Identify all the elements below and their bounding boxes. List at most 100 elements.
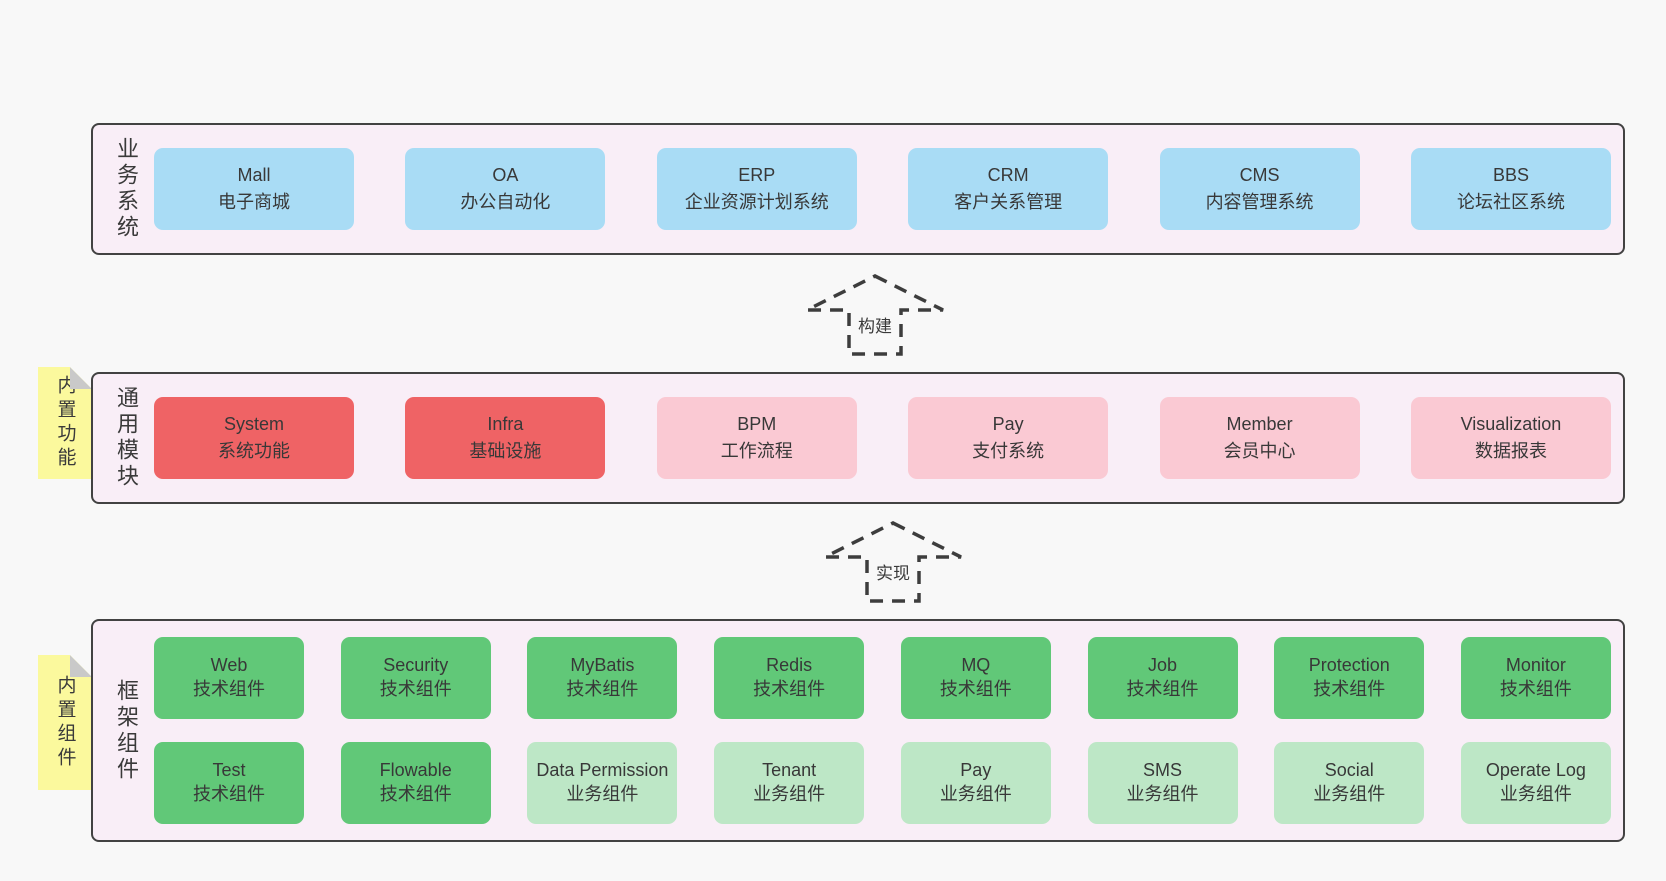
box-subtitle: 业务组件 bbox=[1313, 784, 1386, 804]
box-name: Pay bbox=[960, 760, 992, 781]
box-subtitle: 技术组件 bbox=[1499, 679, 1572, 699]
box-pay: Pay 支付系统 bbox=[908, 397, 1109, 479]
box-subtitle: 技术组件 bbox=[1313, 679, 1386, 699]
box-name: Mall bbox=[237, 165, 271, 185]
box-security: Security 技术组件 bbox=[340, 637, 491, 719]
arrow-implement: 实现 bbox=[822, 520, 964, 604]
box-subtitle: 会员中心 bbox=[1223, 441, 1296, 461]
box-name: Flowable bbox=[379, 760, 452, 781]
box-subtitle: 业务组件 bbox=[566, 784, 639, 804]
arrow-label: 构建 bbox=[853, 312, 897, 337]
box-tenant: Tenant 业务组件 bbox=[714, 742, 865, 824]
layer-title: 通用模块 bbox=[114, 386, 139, 490]
box-name: Security bbox=[383, 655, 449, 676]
box-subtitle: 技术组件 bbox=[193, 784, 265, 804]
box-visualization: Visualization 数据报表 bbox=[1410, 397, 1611, 479]
sticky-label: 内置组件 bbox=[54, 674, 76, 771]
box-subtitle: 内容管理系统 bbox=[1205, 192, 1314, 212]
box-bpm: BPM 工作流程 bbox=[656, 397, 857, 479]
box-name: Visualization bbox=[1460, 414, 1562, 434]
box-subtitle: 技术组件 bbox=[379, 784, 452, 804]
box-name: Tenant bbox=[762, 760, 817, 781]
box-social: Social 业务组件 bbox=[1274, 742, 1425, 824]
box-name: Web bbox=[210, 655, 248, 676]
box-subtitle: 电子商城 bbox=[218, 192, 290, 212]
box-subtitle: 业务组件 bbox=[1126, 784, 1199, 804]
box-web: Web 技术组件 bbox=[154, 637, 304, 719]
box-mybatis: MyBatis 技术组件 bbox=[527, 637, 678, 719]
box-name: CMS bbox=[1239, 165, 1280, 185]
box-name: System bbox=[223, 414, 284, 434]
box-redis: Redis 技术组件 bbox=[714, 637, 865, 719]
dashed-up-arrow-icon bbox=[806, 274, 944, 356]
box-data-permission: Data Permission 业务组件 bbox=[527, 742, 678, 824]
box-name: CRM bbox=[987, 165, 1029, 185]
box-name: Operate Log bbox=[1485, 760, 1586, 781]
box-mall: Mall 电子商城 bbox=[154, 148, 354, 230]
box-protection: Protection 技术组件 bbox=[1274, 637, 1425, 719]
box-name: ERP bbox=[738, 165, 776, 185]
box-crm: CRM 客户关系管理 bbox=[908, 148, 1109, 230]
box-operate-log: Operate Log 业务组件 bbox=[1460, 742, 1611, 824]
box-subtitle: 业务组件 bbox=[1499, 784, 1572, 804]
box-subtitle: 办公自动化 bbox=[460, 192, 551, 212]
sticky-label: 内置功能 bbox=[54, 375, 76, 471]
box-flowable: Flowable 技术组件 bbox=[340, 742, 491, 824]
box-name: Data Permission bbox=[536, 760, 669, 781]
box-subtitle: 业务组件 bbox=[939, 784, 1012, 804]
box-test: Test 技术组件 bbox=[154, 742, 304, 824]
box-name: BBS bbox=[1492, 165, 1529, 185]
box-subtitle: 论坛社区系统 bbox=[1456, 192, 1565, 212]
box-name: MyBatis bbox=[570, 655, 635, 676]
box-subtitle: 基础设施 bbox=[469, 441, 542, 461]
box-subtitle: 企业资源计划系统 bbox=[684, 192, 829, 212]
layer-title: 框架组件 bbox=[114, 678, 139, 783]
box-monitor: Monitor 技术组件 bbox=[1460, 637, 1611, 719]
box-subtitle: 技术组件 bbox=[193, 679, 265, 699]
box-subtitle: 客户关系管理 bbox=[954, 192, 1063, 212]
box-subtitle: 工作流程 bbox=[720, 441, 793, 461]
sticky-fold-corner-icon bbox=[70, 655, 92, 677]
box-name: Pay bbox=[992, 414, 1024, 434]
box-subtitle: 技术组件 bbox=[753, 679, 826, 699]
sticky-fold-corner-icon bbox=[70, 367, 92, 389]
box-member: Member 会员中心 bbox=[1159, 397, 1360, 479]
box-subtitle: 技术组件 bbox=[379, 679, 452, 699]
box-name: Member bbox=[1226, 414, 1293, 434]
box-subtitle: 支付系统 bbox=[972, 441, 1045, 461]
arrow-label: 实现 bbox=[871, 559, 915, 584]
arrow-build: 构建 bbox=[804, 273, 946, 357]
layer-title: 业务系统 bbox=[114, 137, 139, 241]
box-name: Monitor bbox=[1505, 655, 1566, 676]
sticky-note-built-in-components: 内置组件 bbox=[38, 655, 92, 790]
box-subtitle: 数据报表 bbox=[1474, 441, 1547, 461]
box-subtitle: 技术组件 bbox=[566, 679, 639, 699]
box-subtitle: 业务组件 bbox=[753, 784, 826, 804]
box-name: BPM bbox=[737, 414, 777, 434]
box-cms: CMS 内容管理系统 bbox=[1159, 148, 1360, 230]
box-name: Protection bbox=[1308, 655, 1390, 676]
box-pay: Pay 业务组件 bbox=[900, 742, 1051, 824]
box-name: MQ bbox=[961, 655, 991, 676]
box-name: Redis bbox=[766, 655, 813, 676]
box-name: Social bbox=[1324, 760, 1374, 781]
dashed-up-arrow-icon bbox=[824, 521, 962, 603]
box-name: Test bbox=[212, 760, 246, 781]
